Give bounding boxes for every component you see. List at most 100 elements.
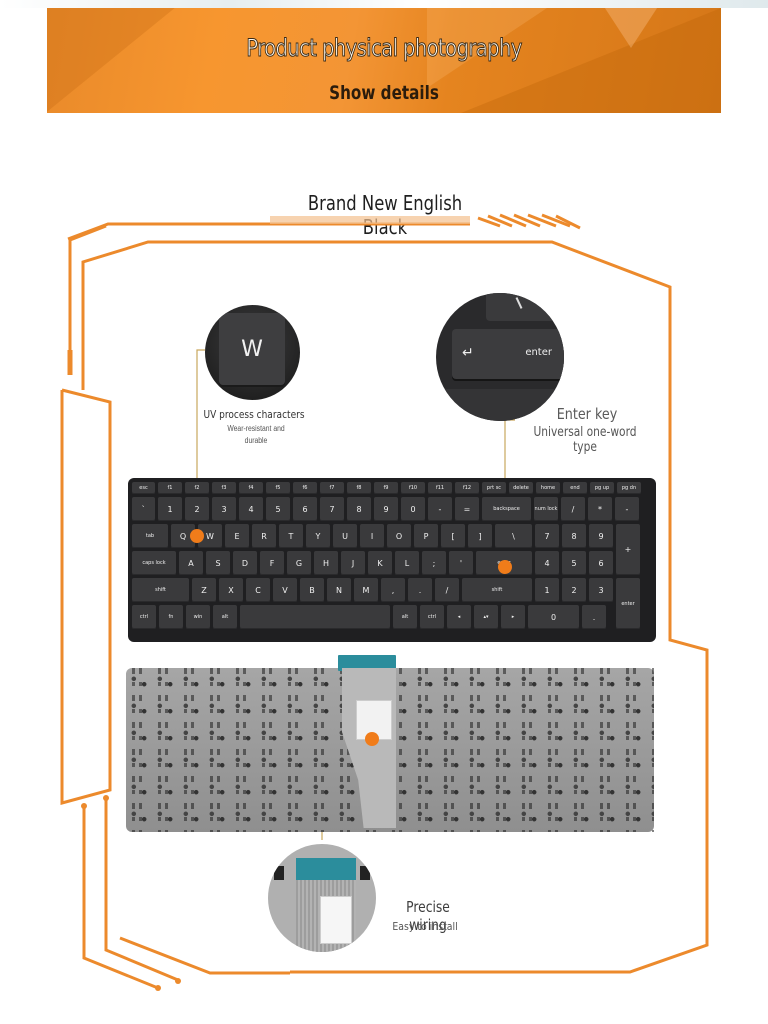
- arrow-right-icon: ▸: [501, 605, 525, 629]
- key: I: [360, 524, 384, 548]
- key: N: [327, 578, 351, 602]
- keyboard-row-bottom: ctrl fn win alt alt ctrl ◂ ▴▾ ▸ 0 .: [132, 605, 652, 629]
- key-numpad-enter: enter: [616, 578, 640, 629]
- key: Z: [192, 578, 216, 602]
- enter-key: ↵ enter: [452, 329, 564, 379]
- key: f5: [266, 482, 290, 494]
- arrow-left-icon: ◂: [447, 605, 471, 629]
- enter-title: Enter key: [556, 405, 618, 423]
- key: f11: [428, 482, 452, 494]
- banner-facet: [601, 8, 661, 48]
- return-arrow-icon: ↵: [462, 345, 474, 361]
- key: 1: [535, 578, 559, 602]
- key: 7: [320, 497, 344, 521]
- banner-facet: [47, 8, 187, 113]
- ribbon-cable-connector: [338, 655, 396, 671]
- keyboard-row-home: caps lock A S D F G H J K L ; ' enter 4 …: [132, 551, 652, 575]
- key: M: [354, 578, 378, 602]
- callout-dot-enter: [498, 560, 512, 574]
- slot: [360, 866, 370, 880]
- uv-title: UV process characters: [203, 408, 305, 421]
- key-numpad-0: 0: [528, 605, 579, 629]
- key: end: [563, 482, 587, 494]
- key: -: [428, 497, 452, 521]
- key: 9: [374, 497, 398, 521]
- uv-subtitle: Wear-resistant and durable: [205, 423, 307, 447]
- key: home: [536, 482, 560, 494]
- key: ;: [422, 551, 446, 575]
- key: P: [414, 524, 438, 548]
- key-tab: tab: [132, 524, 168, 548]
- key: L: [395, 551, 419, 575]
- ribbon-connector: [296, 858, 356, 882]
- key: 6: [293, 497, 317, 521]
- key: 4: [239, 497, 263, 521]
- key: 3: [589, 578, 613, 602]
- uv-subtitle-line1: Wear-resistant and: [227, 424, 285, 433]
- key: [: [441, 524, 465, 548]
- key-caps-lock: caps lock: [132, 551, 176, 575]
- banner-facet: [461, 8, 721, 113]
- key-alt: alt: [213, 605, 237, 629]
- key-space: [240, 605, 390, 629]
- key: 3: [212, 497, 236, 521]
- callout-dot-w: [190, 529, 204, 543]
- windows-icon: win: [186, 605, 210, 629]
- key: O: [387, 524, 411, 548]
- key-numpad-del: .: [582, 605, 606, 629]
- key-shift-right: shift: [462, 578, 532, 602]
- key-alt: alt: [393, 605, 417, 629]
- key: 2: [185, 497, 209, 521]
- key: Y: [306, 524, 330, 548]
- key: A: [179, 551, 203, 575]
- top-strip: [0, 0, 768, 8]
- key: S: [206, 551, 230, 575]
- banner-title: Product physical photography: [246, 34, 523, 63]
- keyboard-row-shift: shift Z X C V B N M , . / shift 1 2 3 en…: [132, 578, 652, 629]
- enter-subtitle: Universal one-word type: [533, 425, 637, 455]
- key: /: [561, 497, 585, 521]
- key: pg up: [590, 482, 614, 494]
- lower-key: [436, 389, 564, 421]
- key: E: [225, 524, 249, 548]
- w-key-zoom: W: [205, 305, 300, 400]
- key: f3: [212, 482, 236, 494]
- w-key-label: W: [241, 337, 263, 362]
- key: 5: [562, 551, 586, 575]
- key: T: [279, 524, 303, 548]
- key: 9: [589, 524, 613, 548]
- key: R: [252, 524, 276, 548]
- key: 4: [535, 551, 559, 575]
- header-banner: Product physical photography Show detail…: [47, 8, 721, 113]
- key: 8: [562, 524, 586, 548]
- key: U: [333, 524, 357, 548]
- key: 1: [158, 497, 182, 521]
- key: 5: [266, 497, 290, 521]
- key: pg dn: [617, 482, 641, 494]
- key: 6: [589, 551, 613, 575]
- key: K: [368, 551, 392, 575]
- w-key: W: [219, 313, 285, 385]
- key: ': [449, 551, 473, 575]
- key: f6: [293, 482, 317, 494]
- key: `: [132, 497, 155, 521]
- key: B: [300, 578, 324, 602]
- callout-dot-wiring: [365, 732, 379, 746]
- key: f10: [401, 482, 425, 494]
- key: f12: [455, 482, 479, 494]
- key: -: [615, 497, 639, 521]
- banner-subtitle: Show details: [329, 82, 439, 104]
- key-backspace: backspace: [482, 497, 531, 521]
- key: X: [219, 578, 243, 602]
- key: f9: [374, 482, 398, 494]
- key: 8: [347, 497, 371, 521]
- key: D: [233, 551, 257, 575]
- key: delete: [509, 482, 533, 494]
- key-backslash: \: [495, 524, 532, 548]
- enter-key-zoom: ↵ enter: [436, 293, 564, 421]
- keyboard-row-number: ` 1 2 3 4 5 6 7 8 9 0 - = backspace num …: [132, 497, 652, 521]
- wiring-zoom: [268, 844, 376, 952]
- wiring-subtitle: Easy to install: [392, 920, 458, 933]
- key-ctrl: ctrl: [132, 605, 156, 629]
- key: f2: [185, 482, 209, 494]
